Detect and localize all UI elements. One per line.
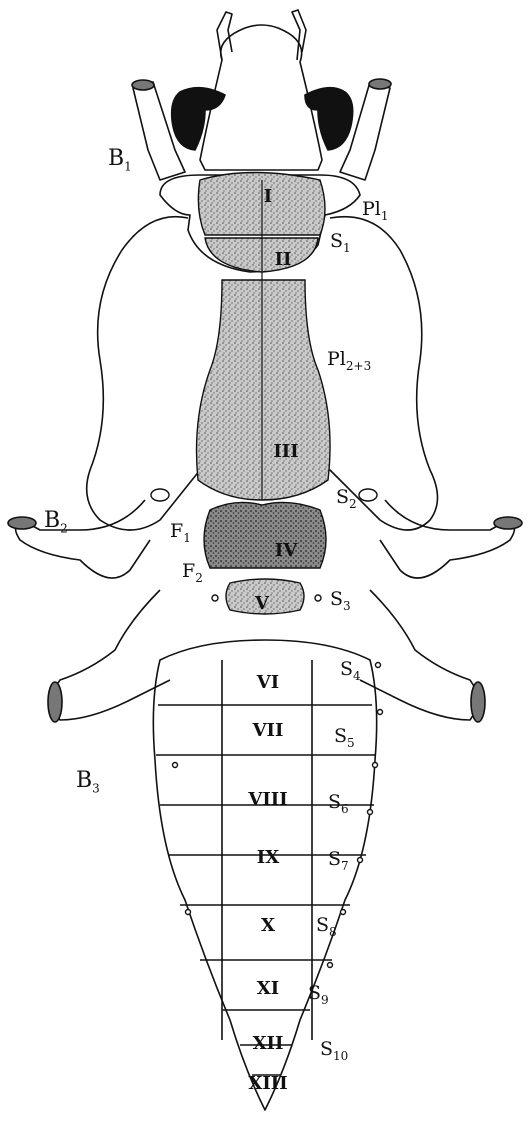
segment-label-V: V [255, 595, 269, 613]
label-S2: S2 [336, 488, 357, 510]
label-S1: S1 [330, 232, 351, 254]
segment-label-III: III [273, 443, 298, 461]
label-S6: S6 [328, 793, 349, 815]
segment-label-XII: XII [253, 1035, 284, 1053]
label-S3: S3 [330, 590, 351, 612]
label-F2: F2 [182, 562, 203, 584]
segment-label-IV: IV [275, 542, 297, 560]
segment-label-VII: VII [253, 722, 284, 740]
right-hindleg [360, 590, 478, 720]
label-Pl23: Pl2+3 [327, 350, 371, 372]
left-midleg [15, 500, 150, 578]
sternum-III [197, 280, 331, 500]
label-B2: B2 [44, 510, 68, 534]
segment-label-VI: VI [257, 674, 279, 692]
label-B3: B3 [76, 770, 100, 794]
label-Pl1: Pl1 [362, 200, 389, 222]
label-S5: S5 [334, 727, 355, 749]
sternum-IV [204, 502, 326, 568]
right-midleg [380, 500, 515, 578]
segment-label-X: X [261, 917, 275, 935]
label-S4: S4 [340, 660, 361, 682]
label-S8: S8 [316, 916, 337, 938]
segment-label-I: I [264, 188, 272, 206]
label-S9: S9 [308, 984, 329, 1006]
right-antenna [292, 10, 306, 60]
left-eye [172, 88, 225, 150]
segment-label-IX: IX [257, 849, 279, 867]
label-S10: S10 [320, 1040, 348, 1062]
segment-label-XIII: XIII [248, 1075, 287, 1093]
left-hindleg [53, 590, 171, 720]
label-S7: S7 [328, 850, 349, 872]
segment-label-XI: XI [257, 980, 279, 998]
label-F1: F1 [170, 522, 191, 544]
segment-label-VIII: VIII [248, 791, 287, 809]
segment-label-II: II [275, 251, 292, 269]
label-B1: B1 [108, 148, 132, 172]
right-eye [305, 88, 353, 150]
